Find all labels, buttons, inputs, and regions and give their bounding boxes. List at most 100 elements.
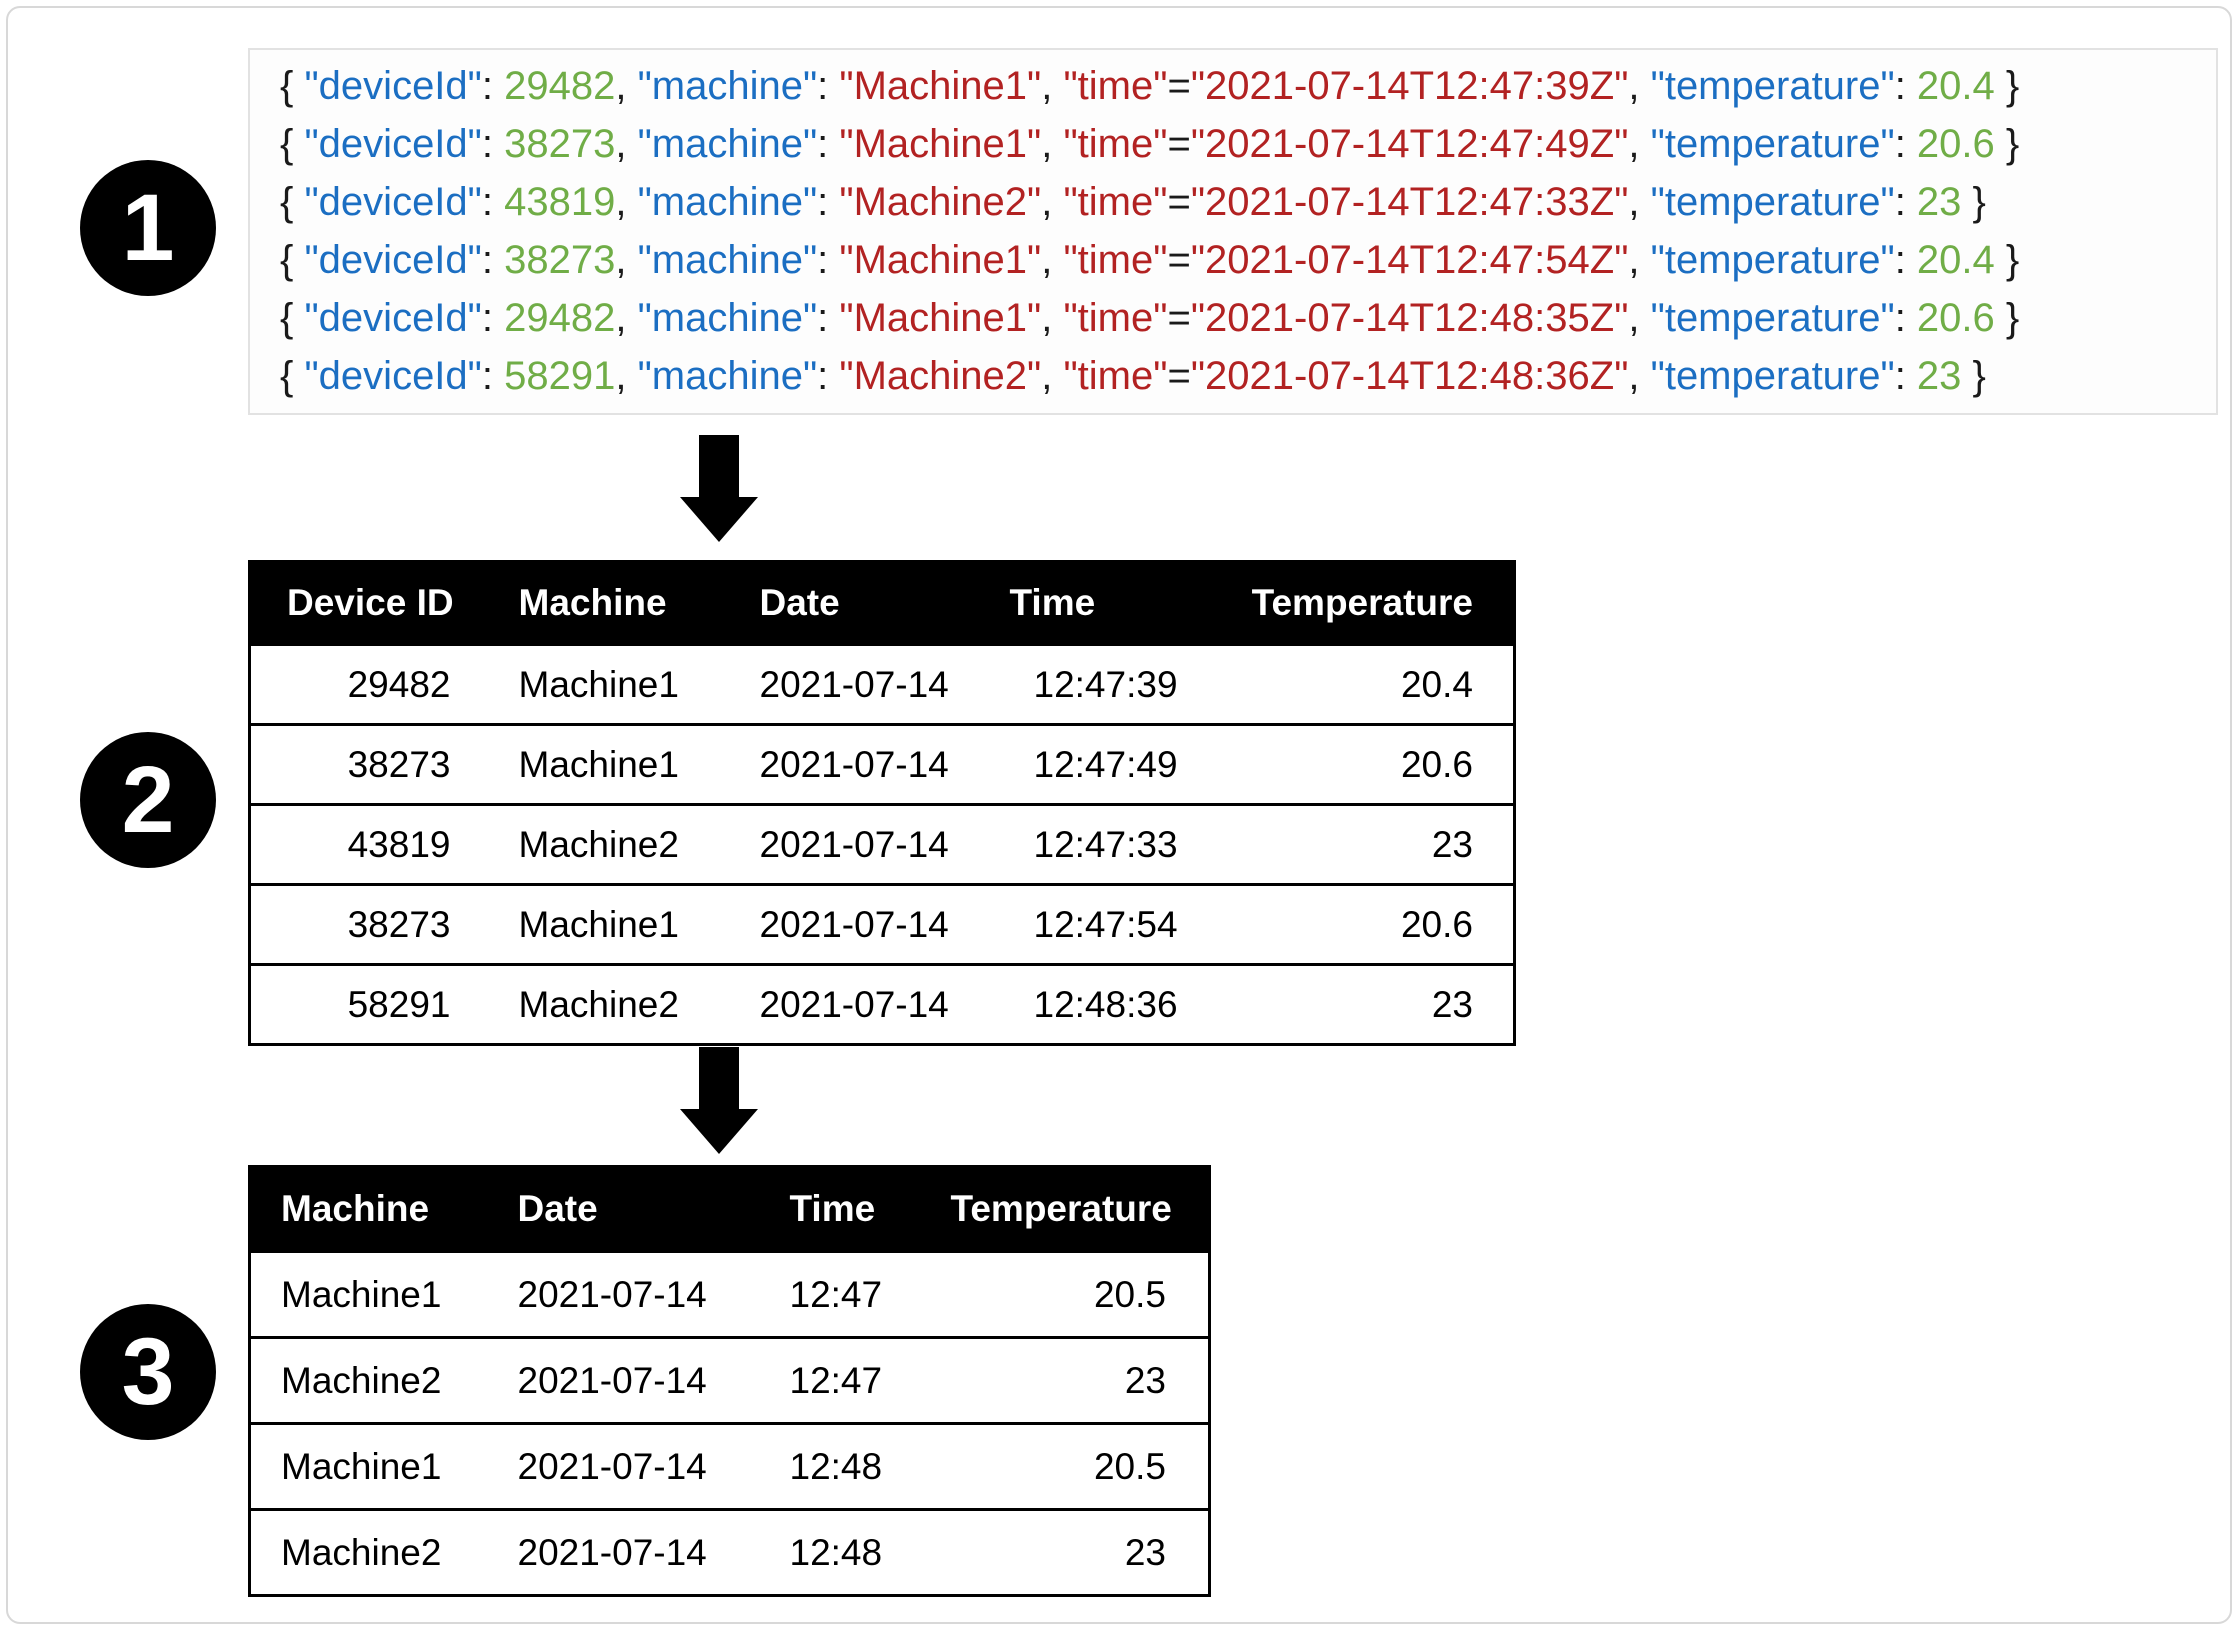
json-token: { bbox=[280, 238, 305, 282]
table-cell: 12:47:33 bbox=[1001, 803, 1232, 885]
json-token: "temperature" bbox=[1650, 180, 1895, 224]
json-token: : bbox=[817, 64, 840, 108]
header-row: Device ID Machine Date Time Temperature bbox=[249, 561, 1515, 645]
json-record-line: { "deviceId": 58291, "machine": "Machine… bbox=[280, 347, 2216, 405]
json-token: "machine" bbox=[637, 122, 818, 166]
json-token: 20.6 bbox=[1916, 122, 1995, 166]
json-record-line: { "deviceId": 38273, "machine": "Machine… bbox=[280, 115, 2216, 173]
json-token: , bbox=[615, 180, 638, 224]
column-header: Machine bbox=[506, 561, 752, 645]
table-row: 29482 Machine1 2021-07-14 12:47:39 20.4 bbox=[249, 643, 1515, 725]
table-cell: 2021-07-14 bbox=[751, 643, 1002, 725]
table-cell: 20.6 bbox=[1231, 883, 1515, 965]
column-header: Temperature bbox=[949, 1166, 1210, 1252]
table-cell: Machine2 bbox=[249, 1508, 490, 1596]
json-token: : bbox=[1894, 122, 1917, 166]
down-arrow-icon bbox=[680, 1047, 758, 1154]
table-cell: 20.5 bbox=[949, 1422, 1210, 1510]
json-token: } bbox=[1994, 64, 2020, 108]
table-cell: 12:48 bbox=[749, 1422, 950, 1510]
json-token: 43819 bbox=[504, 180, 616, 224]
table-cell: 12:47 bbox=[749, 1250, 950, 1338]
json-token: "deviceId" bbox=[304, 122, 482, 166]
json-token: 20.4 bbox=[1916, 238, 1995, 282]
json-token: 38273 bbox=[504, 122, 616, 166]
json-token: : bbox=[817, 122, 840, 166]
json-token: "time" bbox=[1063, 64, 1168, 108]
raw-data-table: Device ID Machine Date Time Temperature … bbox=[248, 560, 1516, 1046]
table-row: Machine2 2021-07-14 12:48 23 bbox=[249, 1508, 1210, 1596]
json-token: : bbox=[481, 296, 505, 340]
json-token: 38273 bbox=[504, 238, 616, 282]
json-token: "2021-07-14T12:48:36Z" bbox=[1190, 354, 1629, 398]
arrow-shaft bbox=[699, 1047, 739, 1109]
table-cell: 2021-07-14 bbox=[751, 803, 1002, 885]
json-token: { bbox=[280, 122, 305, 166]
arrow-head bbox=[680, 497, 758, 542]
json-token: } bbox=[1994, 296, 2020, 340]
table-cell: 38273 bbox=[249, 723, 507, 805]
json-token: = bbox=[1167, 354, 1191, 398]
table-cell: 23 bbox=[1231, 803, 1515, 885]
json-token: "2021-07-14T12:47:54Z" bbox=[1190, 238, 1629, 282]
table-cell: 38273 bbox=[249, 883, 507, 965]
json-token: "Machine1" bbox=[839, 122, 1042, 166]
json-token: "temperature" bbox=[1650, 296, 1895, 340]
json-token: , bbox=[615, 296, 638, 340]
json-token: 23 bbox=[1916, 354, 1962, 398]
json-token: , bbox=[1041, 354, 1064, 398]
column-header: Machine bbox=[249, 1166, 490, 1252]
json-token: , bbox=[615, 354, 638, 398]
json-token: "time" bbox=[1063, 296, 1168, 340]
json-token: "machine" bbox=[637, 354, 818, 398]
table-cell: 2021-07-14 bbox=[489, 1336, 750, 1424]
json-token: 23 bbox=[1916, 180, 1962, 224]
json-token: , bbox=[1041, 122, 1064, 166]
table-cell: 23 bbox=[1231, 963, 1515, 1045]
json-token: "2021-07-14T12:47:39Z" bbox=[1190, 64, 1629, 108]
table-cell: 23 bbox=[949, 1336, 1210, 1424]
header-row: Machine Date Time Temperature bbox=[249, 1166, 1210, 1252]
json-record-line: { "deviceId": 29482, "machine": "Machine… bbox=[280, 289, 2216, 347]
table-cell: Machine1 bbox=[506, 883, 752, 965]
json-token: "temperature" bbox=[1650, 64, 1895, 108]
table-cell: 12:48 bbox=[749, 1508, 950, 1596]
json-token: "Machine1" bbox=[839, 238, 1042, 282]
json-token: , bbox=[1041, 296, 1064, 340]
step-2-number: 2 bbox=[121, 746, 175, 853]
json-token: , bbox=[1628, 238, 1651, 282]
json-token: "temperature" bbox=[1650, 354, 1895, 398]
table-cell: 20.5 bbox=[949, 1250, 1210, 1338]
json-token: , bbox=[1628, 64, 1651, 108]
table-cell: 2021-07-14 bbox=[751, 883, 1002, 965]
json-token: : bbox=[1894, 180, 1917, 224]
table-cell: Machine2 bbox=[506, 963, 752, 1045]
table-cell: 2021-07-14 bbox=[489, 1422, 750, 1510]
step-1-badge: 1 bbox=[80, 160, 216, 296]
table-row: Machine1 2021-07-14 12:48 20.5 bbox=[249, 1422, 1210, 1510]
table-cell: 2021-07-14 bbox=[489, 1250, 750, 1338]
json-token: : bbox=[817, 296, 840, 340]
json-token: "time" bbox=[1063, 354, 1168, 398]
json-record-line: { "deviceId": 43819, "machine": "Machine… bbox=[280, 173, 2216, 231]
json-token: "machine" bbox=[637, 238, 818, 282]
json-token: "2021-07-14T12:47:49Z" bbox=[1190, 122, 1629, 166]
json-token: { bbox=[280, 296, 305, 340]
json-token: , bbox=[1041, 238, 1064, 282]
table-cell: 58291 bbox=[249, 963, 507, 1045]
json-token: , bbox=[1628, 180, 1651, 224]
json-token: : bbox=[481, 354, 505, 398]
json-record-line: { "deviceId": 29482, "machine": "Machine… bbox=[280, 57, 2216, 115]
json-token: "deviceId" bbox=[304, 296, 482, 340]
json-token: = bbox=[1167, 122, 1191, 166]
table-cell: 12:47:49 bbox=[1001, 723, 1232, 805]
table-cell: 20.6 bbox=[1231, 723, 1515, 805]
json-token: 20.6 bbox=[1916, 296, 1995, 340]
json-token: , bbox=[615, 64, 638, 108]
arrow-head bbox=[680, 1109, 758, 1154]
json-token: : bbox=[817, 238, 840, 282]
json-token: , bbox=[1628, 122, 1651, 166]
json-token: } bbox=[1994, 238, 2020, 282]
table-row: 58291 Machine2 2021-07-14 12:48:36 23 bbox=[249, 963, 1515, 1045]
